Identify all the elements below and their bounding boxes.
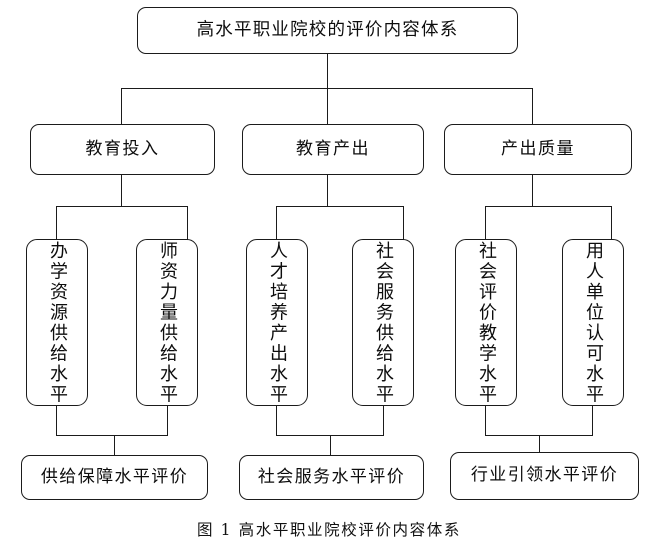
connector-merge-to-outcome-group-2	[330, 435, 332, 455]
connector-child-1-to-merge-bus-group-3	[485, 406, 487, 436]
connector-education-input-stem	[121, 175, 123, 207]
connector-merge-to-outcome-group-1	[114, 435, 116, 455]
connector-merge-to-outcome-group-3	[539, 435, 541, 452]
root-node-evaluation-content-system[interactable]: 高水平职业院校的评价内容体系	[137, 7, 518, 54]
connector-output-quality-to-child-2	[611, 206, 613, 240]
dimension-label-education-input: 教育投入	[85, 138, 160, 159]
outcome-node-supply-guarantee-level-evaluation[interactable]: 供给保障水平评价	[21, 455, 208, 500]
connector-education-input-to-child-1	[56, 206, 58, 240]
outcome-label-social-service-level-evaluation: 社会服务水平评价	[257, 466, 406, 487]
indicator-label-school-resource-supply-level: 办学资源供给水平	[47, 240, 68, 405]
indicator-node-talent-cultivation-output-level[interactable]: 人才培养产出水平	[246, 239, 308, 406]
indicator-label-social-service-supply-level: 社会服务供给水平	[373, 240, 394, 405]
connector-education-output-to-child-1	[276, 206, 278, 240]
indicator-node-school-resource-supply-level[interactable]: 办学资源供给水平	[26, 239, 88, 406]
outcome-node-social-service-level-evaluation[interactable]: 社会服务水平评价	[239, 455, 424, 500]
connector-education-output-stem	[327, 175, 329, 207]
indicator-label-social-evaluation-teaching-level: 社会评价教学水平	[476, 240, 497, 405]
indicator-node-social-service-supply-level[interactable]: 社会服务供给水平	[352, 239, 414, 406]
outcome-node-industry-leadership-level-evaluation[interactable]: 行业引领水平评价	[450, 452, 639, 500]
connector-bus-to-education-input	[121, 88, 123, 124]
connector-root-stem	[327, 54, 329, 89]
dimension-label-education-output: 教育产出	[296, 138, 370, 159]
connector-child-1-to-merge-bus-group-1	[56, 406, 58, 436]
indicator-label-talent-cultivation-output-level: 人才培养产出水平	[267, 240, 288, 405]
outcome-label-supply-guarantee-level-evaluation: 供给保障水平评价	[40, 466, 189, 487]
root-node-label: 高水平职业院校的评价内容体系	[196, 20, 459, 41]
dimension-node-education-input[interactable]: 教育投入	[30, 124, 215, 175]
indicator-node-employer-recognition-level[interactable]: 用人单位认可水平	[562, 239, 624, 406]
dimension-label-output-quality: 产出质量	[501, 138, 575, 159]
connector-child-2-to-merge-bus-group-2	[383, 406, 385, 436]
dimension-node-education-output[interactable]: 教育产出	[242, 124, 424, 175]
connector-education-output-split-bus	[276, 206, 404, 208]
outcome-label-industry-leadership-level-evaluation: 行业引领水平评价	[470, 465, 619, 486]
indicator-label-employer-recognition-level: 用人单位认可水平	[583, 240, 604, 405]
indicator-label-teacher-strength-supply-level: 师资力量供给水平	[157, 240, 178, 405]
connector-merge-bus-group-1	[56, 435, 168, 437]
connector-child-2-to-merge-bus-group-3	[592, 406, 594, 436]
connector-bus-to-output-quality	[532, 88, 534, 124]
dimension-node-output-quality[interactable]: 产出质量	[444, 124, 632, 175]
indicator-node-social-evaluation-teaching-level[interactable]: 社会评价教学水平	[455, 239, 517, 406]
connector-education-input-to-child-2	[187, 206, 189, 240]
connector-child-2-to-merge-bus-group-1	[167, 406, 169, 436]
connector-output-quality-stem	[532, 175, 534, 207]
indicator-node-teacher-strength-supply-level[interactable]: 师资力量供给水平	[136, 239, 198, 406]
connector-education-output-to-child-2	[403, 206, 405, 240]
figure-caption: 图 1 高水平职业院校评价内容体系	[197, 521, 461, 539]
connector-education-input-split-bus	[56, 206, 188, 208]
connector-child-1-to-merge-bus-group-2	[276, 406, 278, 436]
connector-output-quality-split-bus	[485, 206, 612, 208]
connector-bus-to-education-output	[327, 88, 329, 124]
connector-output-quality-to-child-1	[485, 206, 487, 240]
